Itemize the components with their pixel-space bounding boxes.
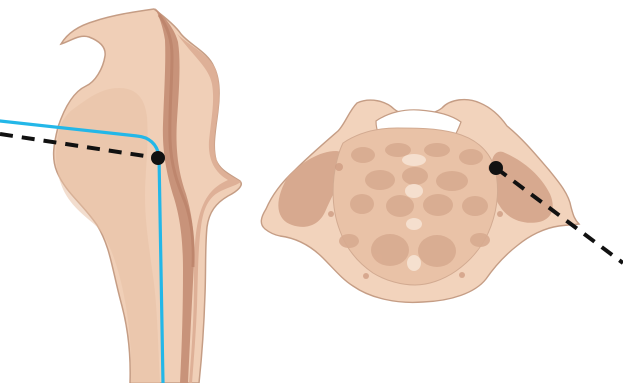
axial-nucleus-5 [365, 170, 395, 190]
axial-nucleus-6 [402, 167, 428, 185]
axial-dot-1 [335, 163, 343, 171]
axial-nucleus-8 [350, 194, 374, 214]
axial-nucleus-15 [470, 233, 490, 247]
axial-nucleus-13 [418, 235, 456, 267]
axial-dot-3 [328, 211, 334, 217]
axial-nucleus-9 [386, 195, 414, 217]
axial-nucleus-2 [385, 143, 411, 157]
axial-nucleus-3 [424, 143, 450, 157]
axial-nucleus-4 [459, 149, 483, 165]
axial-nucleus-14 [339, 234, 359, 248]
left-target-point [151, 151, 165, 165]
axial-dot-6 [459, 272, 465, 278]
axial-brainstem-view [261, 100, 579, 303]
axial-light-blob-2 [405, 184, 423, 198]
axial-nucleus-10 [423, 194, 453, 216]
axial-dot-4 [497, 211, 503, 217]
axial-nucleus-12 [371, 234, 409, 266]
axial-light-blob-3 [406, 218, 422, 230]
axial-dot-5 [363, 273, 369, 279]
axial-nucleus-1 [351, 147, 375, 163]
sagittal-brainstem-view [54, 8, 242, 383]
axial-nucleus-7 [436, 171, 468, 191]
axial-light-blob-4 [407, 255, 421, 271]
axial-nucleus-11 [462, 196, 488, 216]
axial-light-blob-1 [402, 154, 426, 166]
right-target-point [489, 161, 503, 175]
